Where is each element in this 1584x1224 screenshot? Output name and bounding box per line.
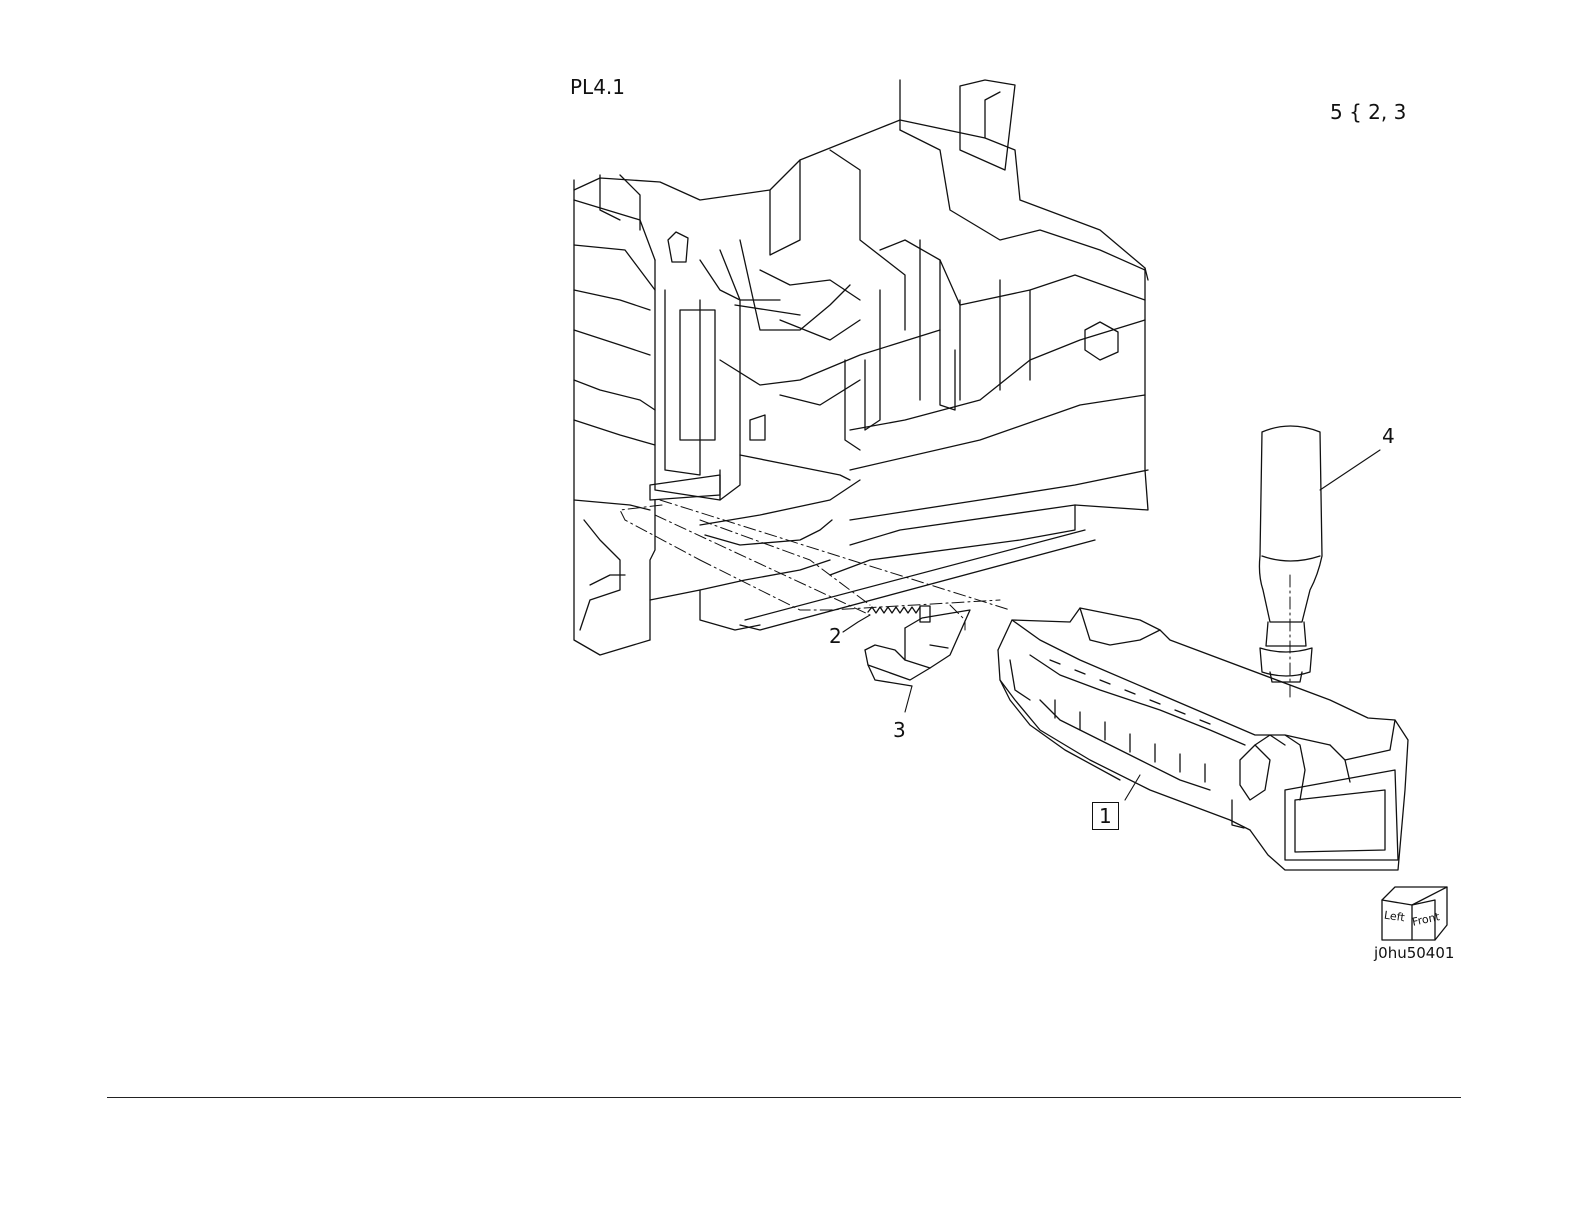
callout-1-boxed: 1: [1092, 802, 1119, 830]
cube-left-label: Left: [1383, 909, 1405, 925]
part-2-spring: [868, 607, 920, 613]
printer-frame: [574, 80, 1148, 655]
part-1-developer-unit: [998, 608, 1408, 870]
part-4-toner-bottle: [1259, 426, 1322, 682]
leader-lines: [843, 450, 1380, 800]
figure-code: j0hu50401: [1374, 944, 1454, 962]
callout-4: 4: [1382, 424, 1395, 448]
part-3-bracket: [865, 606, 970, 686]
footer-divider: [107, 1097, 1461, 1098]
callout-2: 2: [829, 624, 842, 648]
assembly-guide-lines: [620, 500, 1290, 700]
callout-3: 3: [893, 718, 906, 742]
